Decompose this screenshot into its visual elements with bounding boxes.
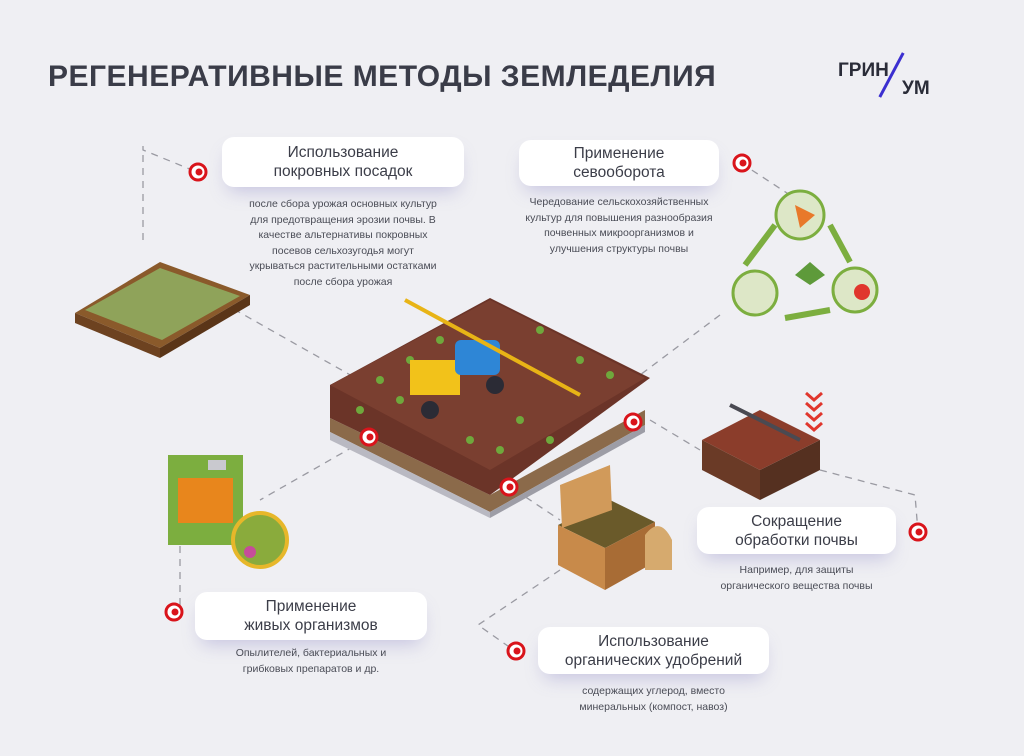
card-title-line: Сокращение xyxy=(751,512,842,530)
method-card-crop-rotation: Применение севооборота xyxy=(519,140,719,186)
crop-rotation-illustration xyxy=(731,189,879,321)
logo-text-1: ГРИН xyxy=(838,60,889,81)
markers xyxy=(164,153,928,661)
card-title-line: обработки почвы xyxy=(735,531,858,549)
logo: ГРИН УМ xyxy=(838,52,948,99)
central-field-illustration xyxy=(330,298,650,518)
card-title-line: органических удобрений xyxy=(564,651,743,669)
compost-illustration xyxy=(558,465,672,590)
logo-text-2: УМ xyxy=(902,78,930,99)
living-organisms-illustration xyxy=(168,455,289,569)
page-title: РЕГЕНЕРАТИВНЫЕ МЕТОДЫ ЗЕМЛЕДЕЛИЯ xyxy=(48,60,717,93)
card-title-line: живых организмов xyxy=(244,617,378,634)
method-card-cover-crops: Использование покровных посадок xyxy=(222,137,464,187)
cover-crops-illustration xyxy=(75,262,250,358)
card-title-line: Использование xyxy=(287,144,399,161)
reduced-tillage-illustration xyxy=(702,391,823,500)
card-title-line: Применение xyxy=(573,145,665,162)
method-card-living-organisms: Применение живых организмов xyxy=(195,592,427,640)
card-title-line: севооборота xyxy=(573,164,665,181)
card-title-line: покровных посадок xyxy=(273,163,413,180)
connector-lines xyxy=(142,146,919,652)
card-title-line: Применение xyxy=(265,598,357,615)
card-title-line: Использование xyxy=(598,632,709,650)
